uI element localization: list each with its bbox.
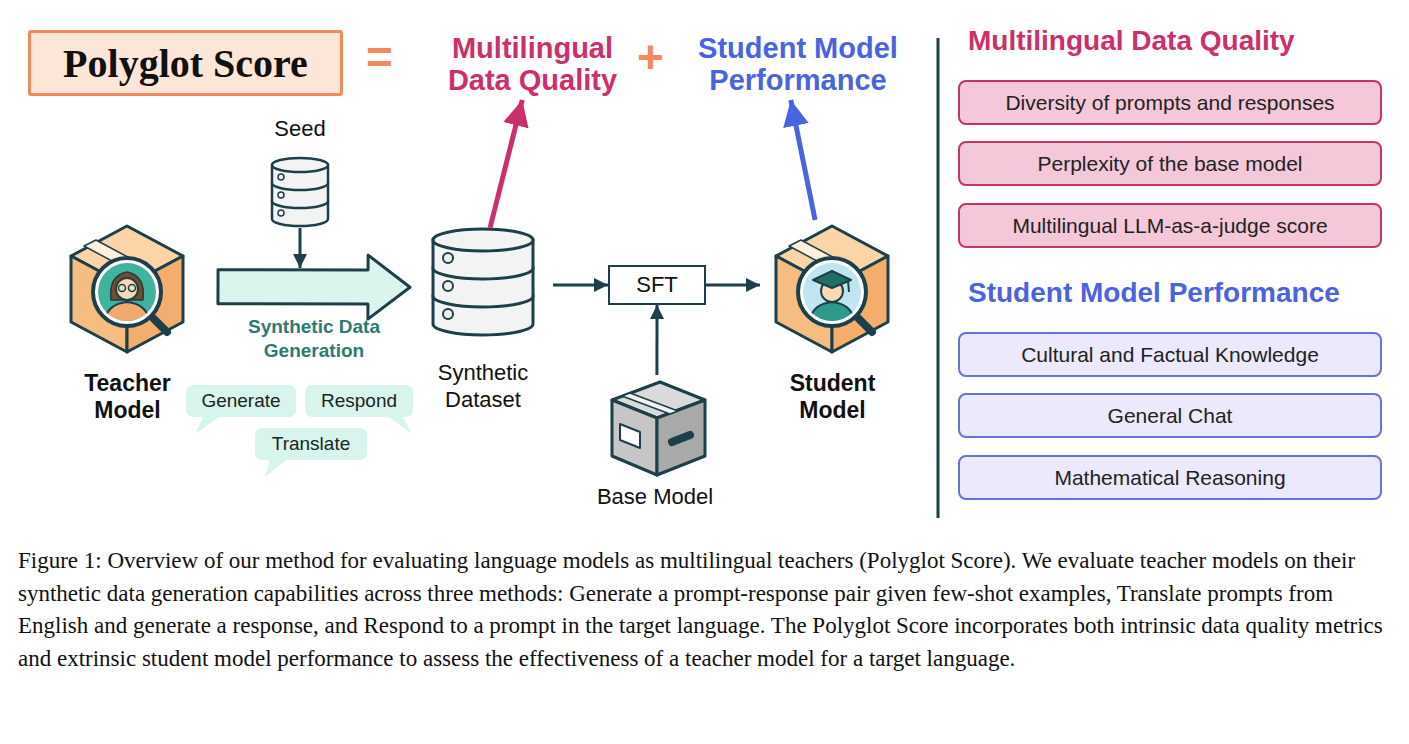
node-text: Respond	[321, 390, 397, 412]
score-box: Polyglot Score	[28, 30, 343, 96]
node-text: Multilingual LLM-as-a-judge score	[1012, 214, 1327, 238]
database-node: Synthetic Dataset	[413, 228, 553, 413]
db-dot	[443, 253, 453, 263]
operator-sign: +	[637, 30, 664, 84]
metric-box: Perplexity of the base model	[958, 141, 1382, 186]
dataset-database	[433, 229, 533, 335]
metric-box: Mathematical Reasoning	[958, 455, 1382, 500]
db-top	[433, 229, 533, 251]
bubble-tail	[386, 415, 412, 434]
person-glasses	[119, 285, 126, 292]
node-text: Multilingual Data Quality	[430, 32, 635, 97]
quality-arrow	[490, 100, 522, 228]
metric-box: Cultural and Factual Knowledge	[958, 332, 1382, 377]
db-dot	[278, 210, 284, 216]
person-body	[104, 302, 150, 324]
component-heading: Multilingual Data Quality	[430, 28, 635, 100]
bubble-tail	[265, 458, 289, 477]
node-text: Diversity of prompts and responses	[1005, 91, 1334, 115]
magnifier-ring	[93, 258, 161, 326]
cap-tassel	[848, 281, 849, 292]
node-text: Synthetic Dataset	[424, 360, 542, 413]
node-text: Student Model	[774, 370, 892, 425]
node-text: Seed	[241, 116, 359, 142]
person-hair	[111, 272, 144, 300]
seed-database	[272, 158, 328, 226]
node-text: Mathematical Reasoning	[1054, 466, 1285, 490]
metric-box: General Chat	[958, 393, 1382, 438]
metric-box: Diversity of prompts and responses	[958, 80, 1382, 125]
method-bubble: Generate	[186, 385, 296, 417]
node-text: Polyglot Score	[63, 40, 308, 87]
db-dot	[278, 174, 284, 180]
db-dot	[443, 281, 453, 291]
seed-arrow	[299, 228, 302, 268]
db-top	[272, 158, 328, 172]
flow-arrow	[553, 283, 608, 286]
teacher-icon	[71, 226, 183, 352]
component-heading: Student Model Performance	[678, 28, 918, 100]
node-text: General Chat	[1108, 404, 1233, 428]
box-tape	[622, 393, 678, 414]
process-box: SFT	[608, 265, 706, 305]
box-handle	[672, 435, 690, 442]
section-heading: Multilingual Data Quality	[968, 25, 1295, 57]
method-bubble: Translate	[255, 428, 367, 460]
db-dot	[443, 309, 453, 319]
operator-sign: =	[366, 30, 393, 84]
db-dot	[278, 192, 284, 198]
node-text: Teacher Model	[69, 370, 187, 425]
divider-line	[937, 38, 940, 518]
graduation-cap	[813, 271, 851, 288]
person-body	[809, 302, 855, 324]
magnifier-ring	[798, 258, 866, 326]
student-icon	[776, 226, 888, 352]
performance-arrow	[791, 100, 815, 220]
magnifier-handle	[151, 316, 167, 332]
node-text: SFT	[636, 272, 678, 298]
node-text: Perplexity of the base model	[1038, 152, 1303, 176]
box-label	[620, 424, 640, 448]
node-text: Base Model	[596, 484, 714, 510]
section-heading: Student Model Performance	[968, 277, 1340, 309]
node-text: Generate	[201, 390, 280, 412]
bubble-tail	[196, 415, 222, 433]
person-head	[116, 278, 138, 300]
box-face	[612, 400, 657, 475]
edge-label: Synthetic Data Generation	[229, 315, 399, 363]
magnifier-handle	[856, 316, 872, 332]
generation-arrow	[218, 255, 410, 319]
flow-arrow	[706, 283, 760, 286]
node-text: Student Model Performance	[678, 32, 918, 97]
node-text: Translate	[272, 433, 351, 455]
flow-arrow	[655, 305, 658, 375]
person-glasses	[129, 285, 136, 292]
model-node: Teacher Model	[55, 220, 200, 425]
figure-caption: Figure 1: Overview of our method for eva…	[18, 545, 1393, 676]
method-bubble: Respond	[305, 385, 413, 417]
model-node: Student Model	[760, 220, 905, 425]
database-node: Seed	[260, 116, 340, 228]
model-node: Base Model	[590, 375, 720, 510]
node-text: Cultural and Factual Knowledge	[1021, 343, 1319, 367]
metric-box: Multilingual LLM-as-a-judge score	[958, 203, 1382, 248]
base-model-box	[612, 382, 705, 475]
